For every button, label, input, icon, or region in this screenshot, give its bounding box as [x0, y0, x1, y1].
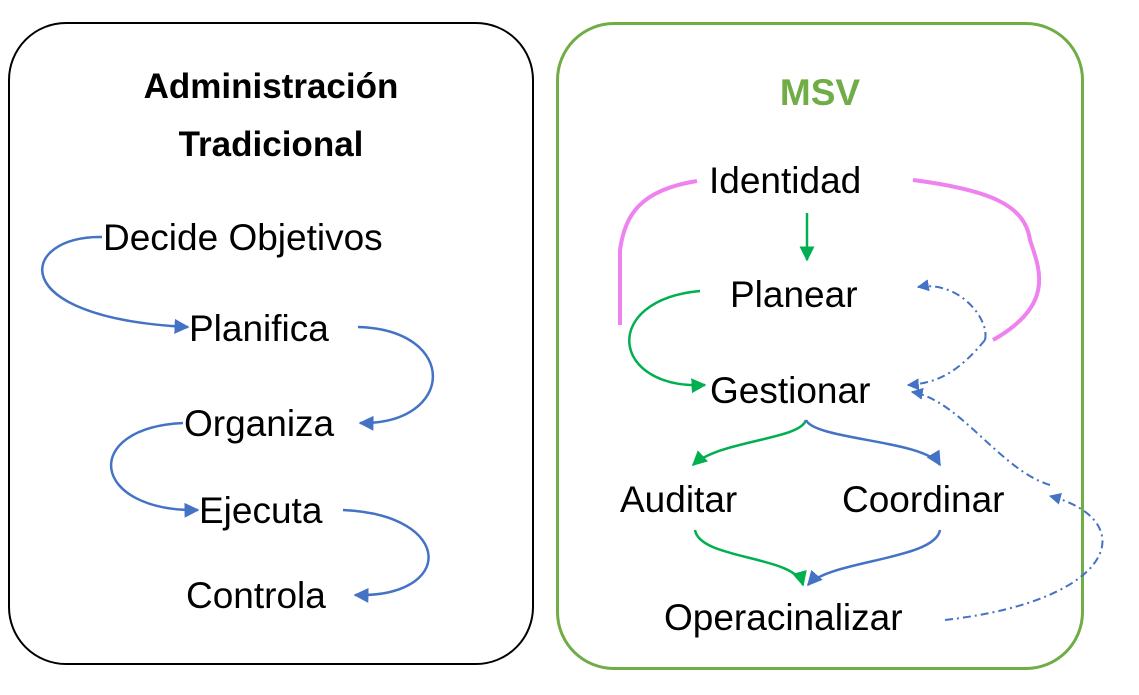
- msv-panel: [556, 22, 1084, 670]
- pink-line-right: [912, 178, 1042, 342]
- step-organiza: Organiza: [184, 403, 335, 444]
- arrow-organiza-to-ejecuta: [110, 421, 200, 518]
- node-operacinalizar: Operacinalizar: [664, 597, 903, 638]
- title-line-2: Tradicional: [178, 125, 364, 164]
- arrow-ejecuta-to-controla: [342, 508, 430, 603]
- step-decide-objetivos: Decide Objetivos: [103, 217, 383, 258]
- arrow-planifica-to-organiza: [357, 325, 435, 431]
- arrow-coordinar-to-operacinalizar: [807, 529, 942, 587]
- node-planear: Planear: [730, 274, 858, 315]
- feedback-to-gestionar: [906, 339, 986, 391]
- pink-line-left: [618, 179, 698, 325]
- arrow-gestionar-to-coordinar: [804, 419, 942, 467]
- arrow-planear-to-gestionar: [628, 289, 707, 394]
- feedback-gestionar-to-planear: [916, 279, 987, 341]
- node-identidad: Identidad: [709, 160, 862, 201]
- feedback-coordinar-to-gestionar: [910, 387, 1051, 486]
- step-planifica: Planifica: [189, 308, 329, 349]
- traditional-admin-title: Administración Tradicional: [8, 58, 534, 174]
- node-auditar: Auditar: [620, 479, 738, 520]
- title-line-1: Administración: [143, 67, 399, 106]
- step-controla: Controla: [186, 575, 326, 616]
- arrow-auditar-to-operacinalizar: [693, 529, 807, 587]
- msv-title: MSV: [779, 72, 861, 113]
- traditional-admin-panel: [8, 22, 534, 665]
- node-gestionar: Gestionar: [710, 370, 871, 411]
- arrow-gestionar-to-auditar: [691, 419, 808, 467]
- arrow-decide-to-planifica: [41, 235, 190, 334]
- step-ejecuta: Ejecuta: [199, 490, 323, 531]
- feedback-operacinalizar-to-coordinar: [944, 492, 1104, 621]
- node-coordinar: Coordinar: [842, 479, 1005, 520]
